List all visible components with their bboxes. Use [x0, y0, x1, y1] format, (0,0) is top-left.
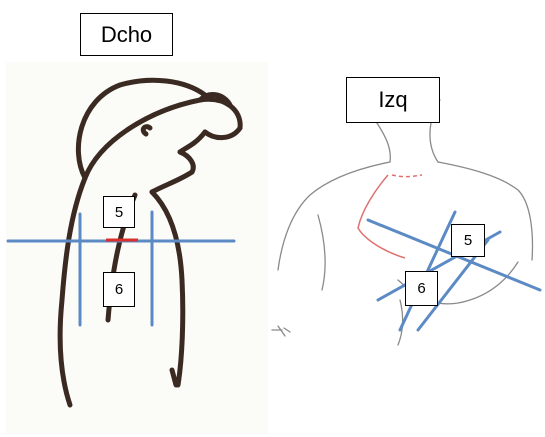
left-panel-title: Dcho	[80, 13, 173, 56]
right-zone-5-label: 5	[451, 224, 485, 257]
left-zone-6-label: 6	[103, 272, 135, 307]
right-red-markers	[358, 175, 422, 258]
left-zone-5-label: 5	[103, 196, 135, 228]
right-zone-6-label: 6	[405, 271, 438, 306]
left-figure-outline	[60, 80, 240, 405]
right-panel-title: Izq	[346, 77, 440, 123]
right-figure-outline	[272, 96, 532, 345]
